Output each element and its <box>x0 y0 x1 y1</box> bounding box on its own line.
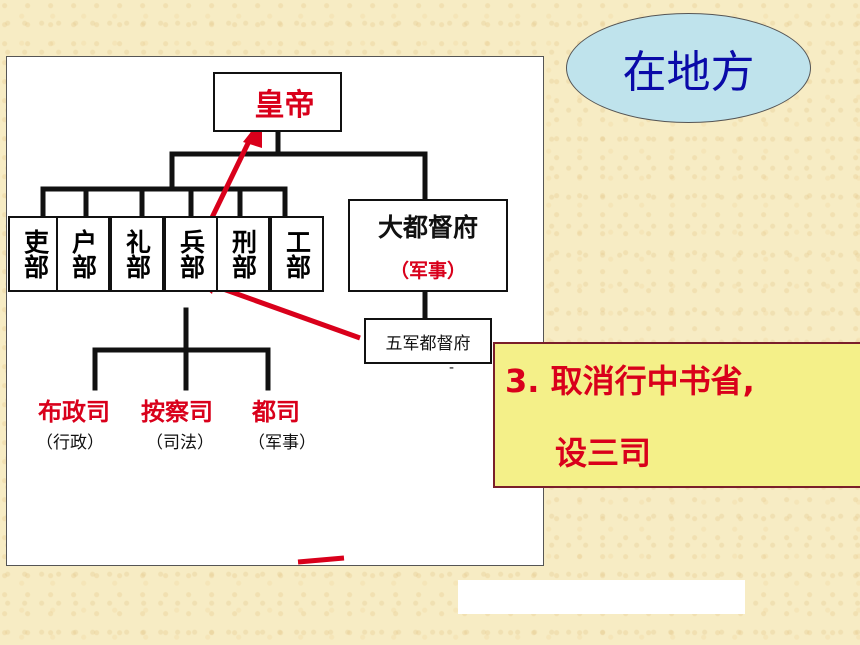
callout-line-2: 设三司 <box>555 434 652 472</box>
emperor-box: 皇帝 <box>213 72 342 132</box>
ministry-li-rites: 礼部 <box>110 216 164 292</box>
sansi-ancha-note: （司法） <box>146 433 214 453</box>
sansi-ancha: 按察司 <box>141 398 213 426</box>
callout-box: 3. 取消行中书省, 设三司 <box>493 342 860 488</box>
ministry-gong: 工部 <box>270 216 324 292</box>
sansi-dusi-note: （军事） <box>248 433 316 453</box>
ministry-li: 吏部 <box>8 216 62 292</box>
local-ellipse: 在地方 <box>566 13 811 123</box>
sansi-dusi: 都司 <box>252 398 300 426</box>
emperor-label: 皇帝 <box>254 88 315 123</box>
ministry-label: 户部 <box>68 229 98 279</box>
ministry-label: 刑部 <box>228 229 258 279</box>
ministry-bing: 兵部 <box>164 216 218 292</box>
dadudu-note: （军事） <box>389 260 466 282</box>
ministry-label: 工部 <box>282 229 312 279</box>
blank-block <box>458 580 745 614</box>
ministry-label: 吏部 <box>20 229 50 279</box>
dadudu-title: 大都督府 <box>377 213 478 242</box>
ministry-hu: 户部 <box>56 216 110 292</box>
diagram-panel <box>6 56 544 566</box>
dadudu-box: 大都督府 （军事） <box>348 199 508 292</box>
ministry-xing: 刑部 <box>216 216 270 292</box>
sansi-buzheng: 布政司 <box>38 398 110 426</box>
dash-mark: - <box>449 360 455 376</box>
sansi-buzheng-note: （行政） <box>36 433 104 453</box>
wujun-box: 五军都督府 <box>364 318 492 364</box>
callout-line-1: 3. 取消行中书省, <box>505 362 755 400</box>
wujun-label: 五军都督府 <box>385 333 471 354</box>
local-label: 在地方 <box>622 47 755 98</box>
ministry-label: 礼部 <box>122 229 152 279</box>
ministry-label: 兵部 <box>176 229 206 279</box>
